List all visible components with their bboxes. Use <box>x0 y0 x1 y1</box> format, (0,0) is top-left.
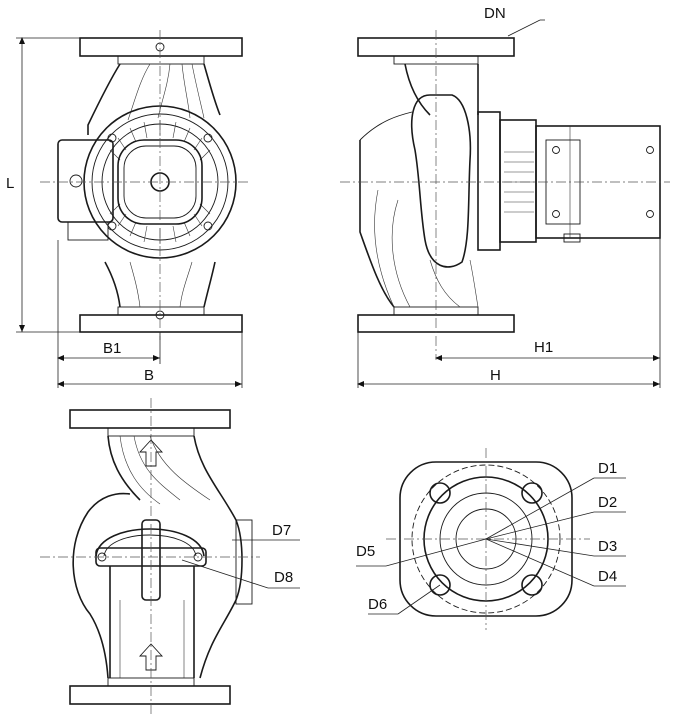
label-d8: D8 <box>274 569 293 586</box>
side-view <box>340 30 670 360</box>
label-h: H <box>490 367 501 384</box>
label-h1: H1 <box>534 339 553 356</box>
label-dn: DN <box>484 5 506 22</box>
label-d1: D1 <box>598 460 617 477</box>
label-d4: D4 <box>598 568 617 585</box>
top-view-dimensions: D7 D8 <box>181 522 300 589</box>
label-d7: D7 <box>272 522 291 539</box>
flange-view-dimensions: D1 D2 D3 D4 D5 D6 <box>356 460 626 615</box>
label-l: L <box>6 175 14 192</box>
side-view-dimensions: DN H1 H <box>357 5 661 388</box>
label-d6: D6 <box>368 596 387 613</box>
label-b1: B1 <box>103 340 121 357</box>
label-d2: D2 <box>598 494 617 511</box>
front-view <box>40 30 250 340</box>
label-d3: D3 <box>598 538 617 555</box>
label-b: B <box>144 367 154 384</box>
front-view-dimensions: L B1 B <box>6 37 243 388</box>
top-view <box>40 398 260 716</box>
label-d5: D5 <box>356 543 375 560</box>
